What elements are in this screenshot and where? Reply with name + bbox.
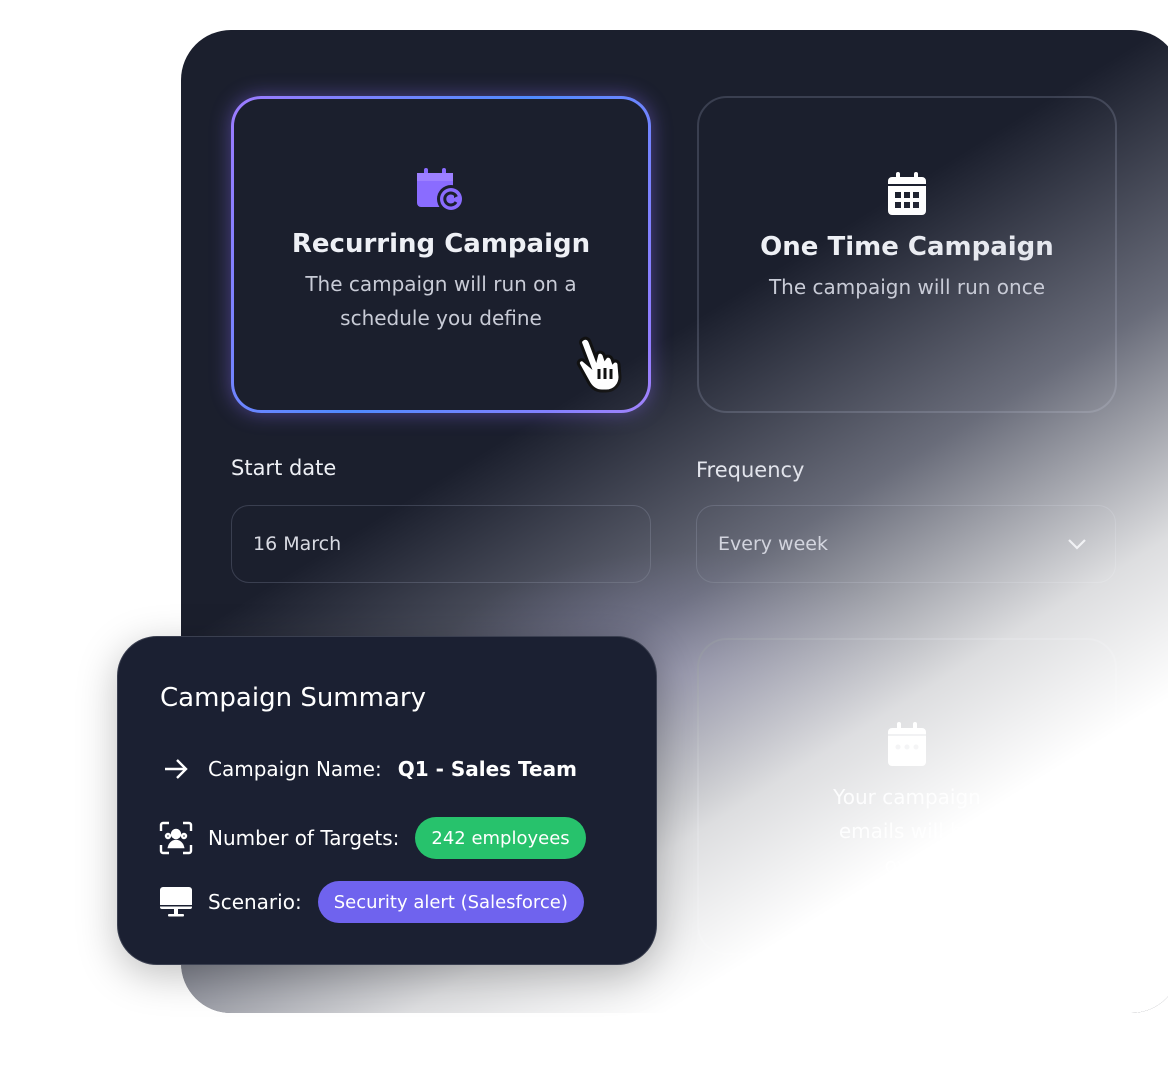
frequency-select[interactable]: Every week [696, 505, 1116, 583]
arrow-right-icon [158, 758, 194, 780]
chevron-down-icon [1068, 539, 1086, 550]
calendar-icon [699, 172, 1115, 220]
card-title: Recurring Campaign [291, 229, 591, 259]
hand-pointer-cursor-icon [576, 336, 622, 393]
targets-row: Number of Targets: 242 employees [158, 817, 586, 859]
campaign-name-label: Campaign Name: [208, 757, 382, 781]
card-title: One Time Campaign [760, 232, 1054, 262]
frequency-label: Frequency [696, 458, 805, 482]
one-time-campaign-card[interactable]: One Time Campaign The campaign will run … [697, 96, 1117, 413]
campaign-name-row: Campaign Name: Q1 - Sales Team [158, 757, 577, 781]
calendar-recurring-icon [234, 167, 648, 217]
scenario-row: Scenario: Security alert (Salesforce) [158, 881, 584, 923]
targets-label: Number of Targets: [208, 826, 400, 850]
start-date-label: Start date [231, 456, 337, 480]
start-date-input[interactable]: 16 March [231, 505, 651, 583]
scenario-badge: Security alert (Salesforce) [317, 881, 584, 923]
start-date-value: 16 March [253, 533, 342, 555]
frequency-value: Every week [718, 533, 828, 555]
campaign-name-value: Q1 - Sales Team [397, 757, 577, 781]
targets-scan-icon [158, 821, 194, 855]
scenario-label: Scenario: [208, 890, 302, 914]
card-description: The campaign will run once [768, 275, 1046, 299]
calendar-dots-icon [699, 722, 1115, 772]
summary-title: Campaign Summary [160, 683, 426, 713]
monitor-icon [158, 886, 194, 918]
campaign-summary-card: Campaign Summary Campaign Name: Q1 - Sal… [117, 636, 657, 965]
targets-badge: 242 employees [415, 817, 586, 859]
